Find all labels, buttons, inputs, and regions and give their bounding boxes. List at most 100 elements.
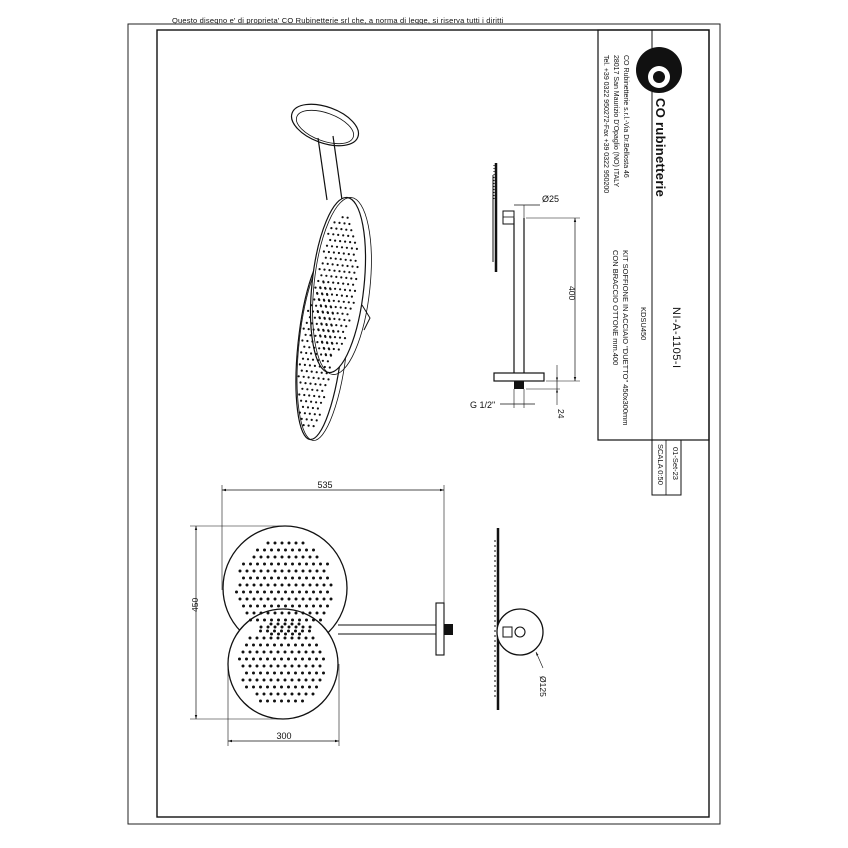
nozzle-dot	[297, 692, 301, 696]
nozzle-dot	[311, 678, 315, 682]
nozzle-dot	[310, 352, 313, 355]
nozzle-dot	[255, 664, 259, 668]
nozzle-dot	[280, 685, 283, 689]
nozzle-dot	[309, 334, 312, 337]
nozzle-dot	[308, 597, 312, 601]
nozzle-dot	[294, 555, 298, 559]
nozzle-dot	[238, 583, 242, 587]
nozzle-dot	[308, 671, 311, 675]
nozzle-dot	[334, 257, 337, 260]
nozzle-dot	[262, 636, 266, 640]
nozzle-dot	[315, 401, 318, 404]
nozzle-dot	[259, 569, 263, 573]
nozzle-dot	[266, 685, 269, 689]
nozzle-dot	[252, 597, 256, 601]
nozzle-dot	[308, 569, 312, 573]
nozzle-dot	[263, 590, 266, 594]
nozzle-dot	[329, 354, 333, 357]
nozzle-dot	[308, 555, 312, 559]
nozzle-dot	[322, 611, 326, 615]
nozzle-dot	[311, 692, 315, 696]
nozzle-dot	[280, 611, 284, 615]
nozzle-dot	[310, 304, 313, 307]
nozzle-dot	[252, 657, 255, 661]
nozzle-dot	[266, 583, 270, 587]
nozzle-dot	[291, 618, 294, 622]
nozzle-dot	[312, 604, 315, 608]
nozzle-dot	[252, 583, 256, 587]
nozzle-dot	[309, 382, 312, 385]
nozzle-dot	[305, 370, 308, 373]
nozzle-dot	[322, 250, 325, 253]
nozzle-dot	[320, 274, 323, 277]
nozzle-dot	[256, 604, 259, 608]
nozzle-dot	[276, 692, 280, 696]
nozzle-dot	[349, 259, 352, 262]
scale-label: SCALA 0:50	[656, 444, 665, 485]
nozzle-dot	[315, 597, 319, 601]
nozzle-dot	[238, 597, 242, 601]
front-elevation-view	[492, 163, 580, 408]
nozzle-dot	[245, 671, 248, 675]
nozzle-dot	[280, 583, 284, 587]
nozzle-dot	[315, 643, 318, 647]
nozzle-dot	[301, 611, 305, 615]
nozzle-dot	[301, 685, 304, 689]
lower-head-nozzles	[238, 622, 325, 703]
nozzle-dot	[302, 375, 305, 378]
nozzle-dot	[287, 643, 290, 647]
dim-125-leader	[535, 651, 544, 669]
nozzle-dot	[298, 590, 301, 594]
nozzle-dot	[326, 576, 329, 580]
nozzle-dot	[304, 382, 307, 385]
nozzle-dot	[270, 618, 273, 622]
nozzle-dot	[303, 345, 306, 348]
nozzle-dot	[297, 650, 301, 654]
nozzle-dot	[299, 381, 302, 384]
nozzle-dot	[277, 548, 280, 552]
nozzle-dot	[269, 636, 273, 640]
nozzle-dot	[270, 590, 273, 594]
thread-depth-label: 24	[556, 409, 566, 419]
nozzle-dot	[336, 312, 339, 315]
nozzle-dot	[305, 321, 308, 324]
nozzle-dot	[343, 318, 346, 322]
nozzle-dot	[339, 258, 342, 261]
nozzle-dot	[290, 636, 294, 640]
nozzle-dot	[280, 657, 283, 661]
nozzle-dot	[326, 360, 329, 363]
nozzle-dot	[326, 311, 330, 315]
nozzle-dot	[294, 629, 297, 633]
nozzle-dot	[328, 269, 331, 272]
nozzle-dot	[324, 354, 328, 357]
nozzle-dot	[314, 286, 317, 289]
nozzle-dot	[315, 322, 318, 325]
nozzle-dot	[298, 618, 301, 622]
nozzle-dot	[304, 664, 308, 668]
nozzle-dot	[341, 264, 344, 267]
co-logo	[636, 47, 682, 93]
nozzle-dot	[294, 643, 297, 647]
nozzle-dot	[287, 657, 290, 661]
nozzle-dot	[284, 590, 287, 594]
nozzle-dot	[354, 259, 357, 262]
nozzle-dot	[276, 650, 280, 654]
nozzle-dot	[348, 289, 352, 292]
nozzle-dot	[287, 555, 291, 559]
nozzle-dot	[334, 239, 337, 242]
shower-arm	[317, 135, 343, 201]
nozzle-dot	[301, 629, 304, 633]
nozzle-dot	[256, 618, 259, 622]
nozzle-dot	[269, 650, 273, 654]
nozzle-dot	[245, 685, 248, 689]
nozzle-dot	[317, 329, 320, 332]
nozzle-dot	[277, 590, 280, 594]
side-profile-view	[494, 528, 544, 710]
nozzle-dot	[319, 287, 322, 290]
description-line-2: CON BRACCIO OTTONE mm.400	[611, 250, 620, 366]
nozzle-dot	[315, 419, 318, 422]
nozzle-dot	[280, 597, 284, 601]
head-connector	[502, 210, 515, 225]
nozzle-dot	[316, 407, 319, 410]
nozzle-dot	[290, 664, 294, 668]
